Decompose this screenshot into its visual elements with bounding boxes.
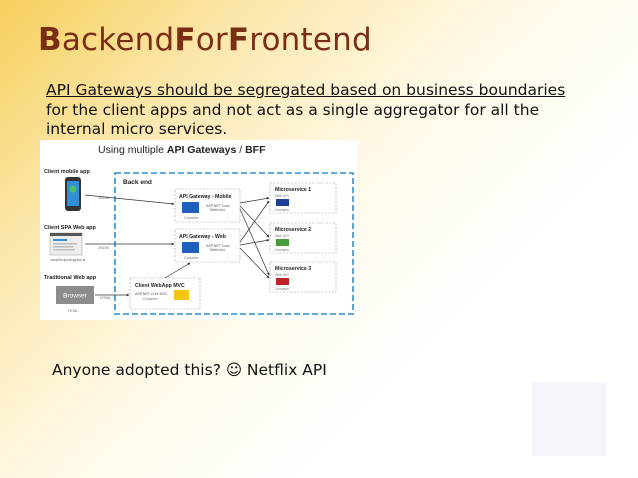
webapp-container: Container [143,297,159,301]
gateway-web-container: Container [184,256,200,260]
gateway-web-label: API Gateway - Web [179,234,226,240]
browser-box [56,286,94,304]
bff-diagram: Using multiple API Gateways / BFF Back e… [40,140,358,320]
svg-text:Microservice 2: Microservice 2 [275,227,311,233]
microservice-2-icon [276,239,289,246]
body-line-1: API Gateways should be segregated based … [46,81,566,99]
phone-icon [65,177,81,211]
microservice-3-icon [276,278,289,285]
backend-label: Back end [123,179,152,186]
spa-browser-icon [49,232,83,256]
webapp-icon [174,290,189,300]
mobile-protocol-label: JSON [98,195,109,200]
client-traditional-label: Traditional Web app [44,275,97,281]
gateway-web-tech2: WebHost [210,248,225,252]
gateway-web-icon [182,242,199,253]
browser-label: Browser [63,293,88,300]
slide-title: BackendForFrontend [38,22,372,58]
svg-text:Microservice 3: Microservice 3 [275,266,311,272]
microservice-1: Microservice 1 Web API Container [269,182,337,214]
arrow-webapp-to-gateway [164,262,191,279]
microservice-1-icon [276,199,289,206]
svg-text:Container: Container [275,287,290,291]
body-line-3: internal micro services. [46,120,228,138]
arrow-gww-ms2 [239,239,270,246]
svg-text:Microservice 1: Microservice 1 [275,187,311,193]
arrow-mobile-to-gateway [84,194,175,206]
client-mobile-label: Client mobile app [44,169,90,175]
diagram-arrows [84,194,270,297]
spa-protocol-label: JSON [98,245,109,250]
gateway-mobile-tech2: WebHost [210,208,225,212]
gateway-mobile-label: API Gateway - Mobile [179,194,232,200]
spa-sub-label: JavaScript/Angular.js [50,258,86,262]
svg-text:Web API: Web API [275,273,289,277]
body-line-2: for the client apps and not act as a sin… [46,100,540,119]
microservice-3: Microservice 3 Web API Container [269,261,337,293]
gateway-web-tech: ASP.NET Core [206,244,230,248]
webapp-label: Client WebApp MVC [135,283,185,289]
arrow-gwm-ms1 [239,197,270,204]
microservice-2: Microservice 2 Web API Container [269,222,337,254]
traditional-sub-label: HTML [68,309,78,313]
svg-text:Container: Container [275,208,290,212]
arrow-gwm-ms3 [239,208,270,276]
arrow-gww-ms1 [239,200,270,243]
arrow-gww-ms3 [239,247,270,279]
traditional-protocol-label: HTML [100,295,112,300]
svg-text:Web API: Web API [275,194,289,198]
footer-text: Anyone adopted this? ☺ Netflix API [52,361,327,379]
gateway-mobile-tech: ASP.NET Core [206,204,230,208]
decorative-square [532,382,606,456]
body-text: API Gateways should be segregated based … [46,81,606,140]
svg-text:Web API: Web API [275,234,289,238]
webapp-tech: ASP.NET Core MVC [135,292,168,296]
svg-text:Container: Container [275,248,290,252]
client-spa-label: Client SPA Web app [44,225,96,231]
diagram-heading: Using multiple API Gateways / BFF [98,144,266,156]
gateway-mobile-icon [182,202,199,213]
gateway-mobile-container: Container [184,216,200,220]
backend-boundary [114,172,354,315]
